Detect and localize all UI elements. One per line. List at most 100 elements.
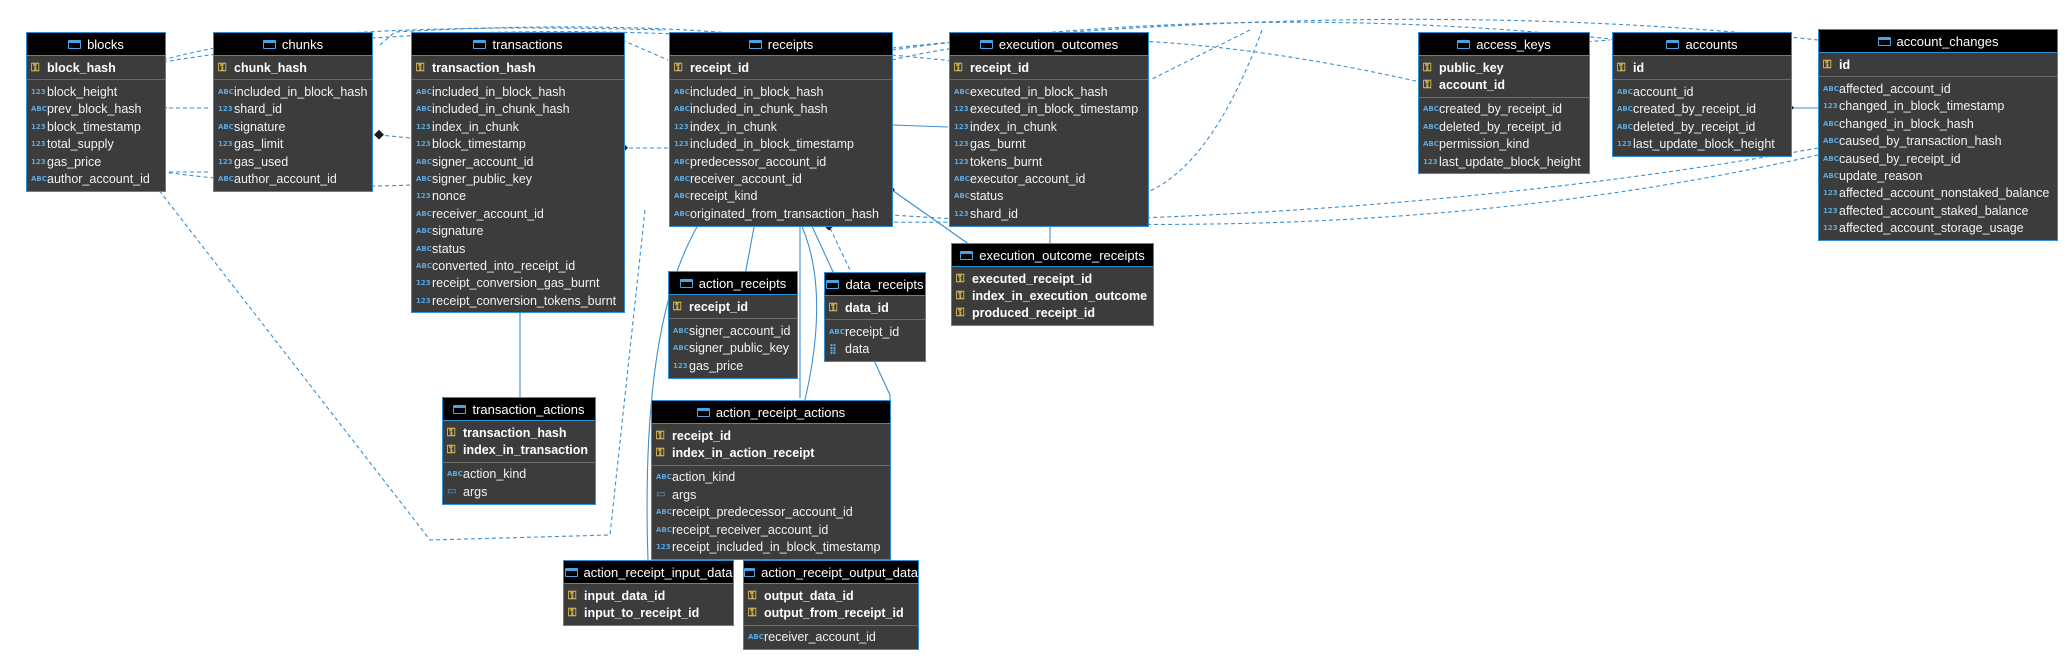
table-header[interactable]: execution_outcomes — [950, 33, 1148, 56]
key-column[interactable]: ⚿block_hash — [27, 59, 165, 76]
table-header[interactable]: action_receipts — [669, 272, 797, 295]
key-column[interactable]: ⚿id — [1613, 59, 1791, 76]
key-column[interactable]: ⚿chunk_hash — [214, 59, 372, 76]
table-header[interactable]: chunks — [214, 33, 372, 56]
key-column[interactable]: ⚿index_in_execution_outcome — [952, 287, 1153, 304]
table-header[interactable]: data_receipts — [825, 273, 925, 296]
table-header[interactable]: accounts — [1613, 33, 1791, 56]
key-column[interactable]: ⚿produced_receipt_id — [952, 305, 1153, 322]
table-header[interactable]: transactions — [412, 33, 624, 56]
table-action-receipt-input-data[interactable]: action_receipt_input_data ⚿input_data_id⚿… — [563, 560, 734, 626]
table-header[interactable]: access_keys — [1419, 33, 1589, 56]
table-transaction-actions[interactable]: transaction_actions⚿transaction_hash⚿ind… — [442, 397, 596, 505]
table-header[interactable]: action_receipt_input_data — [564, 561, 733, 584]
table-header[interactable]: account_changes — [1819, 30, 2057, 53]
table-header[interactable]: blocks — [27, 33, 165, 56]
column-row[interactable]: ▭args — [652, 486, 890, 503]
table-header[interactable]: receipts — [670, 33, 892, 56]
key-column[interactable]: ⚿receipt_id — [652, 427, 890, 444]
key-column[interactable]: ⚿receipt_id — [669, 298, 797, 315]
key-column[interactable]: ⚿input_data_id — [564, 587, 733, 604]
key-column[interactable]: ⚿index_in_action_receipt — [652, 444, 890, 461]
table-header[interactable]: execution_outcome_receipts — [952, 244, 1153, 267]
key-column[interactable]: ⚿output_data_id — [744, 587, 918, 604]
key-column[interactable]: ⚿id — [1819, 56, 2057, 73]
key-column[interactable]: ⚿transaction_hash — [443, 424, 595, 441]
table-header[interactable]: action_receipt_output_data — [744, 561, 918, 584]
key-column[interactable]: ⚿input_to_receipt_id — [564, 604, 733, 621]
table-action-receipt-output-data[interactable]: action_receipt_output_data ⚿output_data_i… — [743, 560, 919, 651]
key-column[interactable]: ⚿executed_receipt_id — [952, 270, 1153, 287]
key-column[interactable]: ⚿receipt_id — [670, 59, 892, 76]
key-column[interactable]: ⚿public_key — [1419, 59, 1589, 76]
key-column[interactable]: ⚿receipt_id — [950, 59, 1148, 76]
key-column[interactable]: ⚿output_from_receipt_id — [744, 604, 918, 621]
key-column[interactable]: ⚿index_in_transaction — [443, 441, 595, 458]
column-row[interactable]: ⣿data — [825, 341, 925, 358]
table-header[interactable]: action_receipt_actions — [652, 401, 890, 424]
